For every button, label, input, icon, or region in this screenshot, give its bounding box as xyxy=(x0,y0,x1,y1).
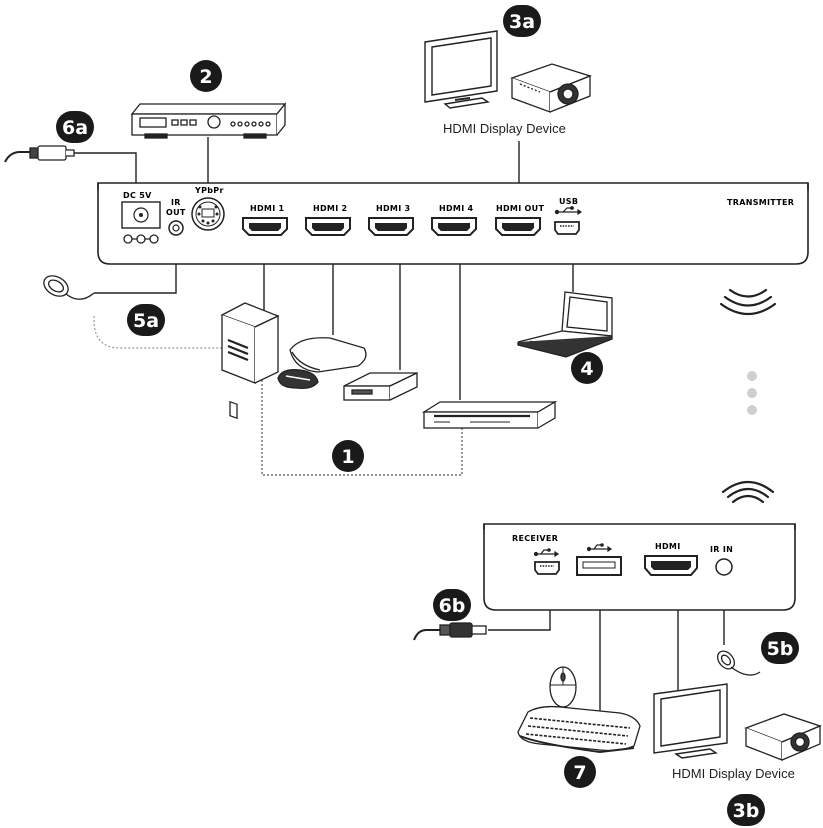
ir-out-port: IR OUT xyxy=(166,198,186,236)
hdmi-3-label: HDMI 3 xyxy=(376,204,410,213)
receiver-title: RECEIVER xyxy=(512,534,558,543)
display-device-label-top: HDMI Display Device xyxy=(443,121,566,136)
tv-icon-top xyxy=(424,30,498,109)
badge-3b: 3b xyxy=(727,794,765,826)
badge-5b-text: 5b xyxy=(767,638,794,660)
connection-lines xyxy=(70,137,725,712)
receiver-ir-in-label: IR IN xyxy=(710,545,733,554)
set-top-box-icon xyxy=(343,371,418,401)
transmitter-box: TRANSMITTER DC 5V IR OUT YPbPr xyxy=(97,182,809,265)
ir-sensor-icon-right xyxy=(716,650,761,676)
display-device-label-bottom: HDMI Display Device xyxy=(672,766,795,781)
usb-icon xyxy=(554,206,583,216)
hdmi-out-port: HDMI OUT xyxy=(495,204,544,236)
badge-7: 7 xyxy=(564,756,596,788)
hdmi-3-port: HDMI 3 xyxy=(368,204,414,236)
receiver-usb-icon xyxy=(586,543,613,553)
badge-7-text: 7 xyxy=(573,762,586,784)
hdmi-4-label: HDMI 4 xyxy=(439,204,474,213)
projector-icon-top xyxy=(510,63,592,113)
wireless-icon-bottom xyxy=(721,480,775,504)
badge-4: 4 xyxy=(571,352,603,384)
hdmi-out-label: HDMI OUT xyxy=(496,204,544,213)
badge-2-text: 2 xyxy=(199,66,212,88)
ellipsis-dots-icon xyxy=(747,371,757,415)
mouse-icon xyxy=(549,666,577,708)
receiver-mini-usb-port xyxy=(534,561,560,575)
wireless-icon-top xyxy=(719,288,777,316)
badge-6b-text: 6b xyxy=(439,595,466,617)
usb-cable-icon xyxy=(413,622,487,641)
ir-out-label-bottom: OUT xyxy=(166,208,186,217)
receiver-ir-in-port xyxy=(715,558,733,576)
pc-tower-icon xyxy=(220,302,280,420)
badge-6a: 6a xyxy=(56,111,94,143)
ypbpr-label: YPbPr xyxy=(194,186,224,195)
keyboard-icon xyxy=(517,705,641,754)
polarity-icon xyxy=(123,234,159,244)
badge-3a-text: 3a xyxy=(509,11,535,33)
hdmi-4-port: HDMI 4 xyxy=(431,204,477,236)
hdmi-2-port: HDMI 2 xyxy=(305,204,351,236)
bluray-player-icon xyxy=(421,400,558,429)
projector-icon-bottom xyxy=(744,713,822,761)
dc-port-label: DC 5V xyxy=(123,191,152,200)
usb-label: USB xyxy=(559,197,578,206)
dotted-lines xyxy=(93,316,463,476)
ir-out-label-top: IR xyxy=(171,198,181,207)
badge-6a-text: 6a xyxy=(62,117,88,139)
receiver-box: RECEIVER HDMI IR IN xyxy=(483,523,796,611)
badge-6b: 6b xyxy=(433,589,471,621)
badge-3b-text: 3b xyxy=(733,800,760,822)
badge-3a: 3a xyxy=(503,5,541,37)
badge-1: 1 xyxy=(332,440,364,472)
badge-2: 2 xyxy=(190,60,222,92)
usb-port: USB xyxy=(554,197,583,235)
dc-port: DC 5V xyxy=(121,191,161,244)
hdmi-1-port: HDMI 1 xyxy=(242,204,288,236)
badge-5a: 5a xyxy=(127,304,165,336)
power-plug-icon xyxy=(4,145,75,163)
receiver-hdmi-label: HDMI xyxy=(655,542,680,551)
badge-5b: 5b xyxy=(761,632,799,664)
hdmi-2-label: HDMI 2 xyxy=(313,204,347,213)
hdmi-1-label: HDMI 1 xyxy=(250,204,285,213)
ir-sensor-icon-left xyxy=(43,275,95,300)
laptop-icon xyxy=(517,291,613,358)
badge-1-text: 1 xyxy=(341,446,354,468)
transmitter-title: TRANSMITTER xyxy=(727,198,794,207)
game-console-icon xyxy=(277,337,367,390)
badge-5a-text: 5a xyxy=(133,310,159,332)
receiver-mini-usb-icon xyxy=(533,548,560,558)
badge-4-text: 4 xyxy=(580,358,593,380)
audio-receiver-icon xyxy=(130,102,287,139)
ypbpr-port: YPbPr xyxy=(191,186,225,231)
tv-icon-bottom xyxy=(653,683,728,759)
